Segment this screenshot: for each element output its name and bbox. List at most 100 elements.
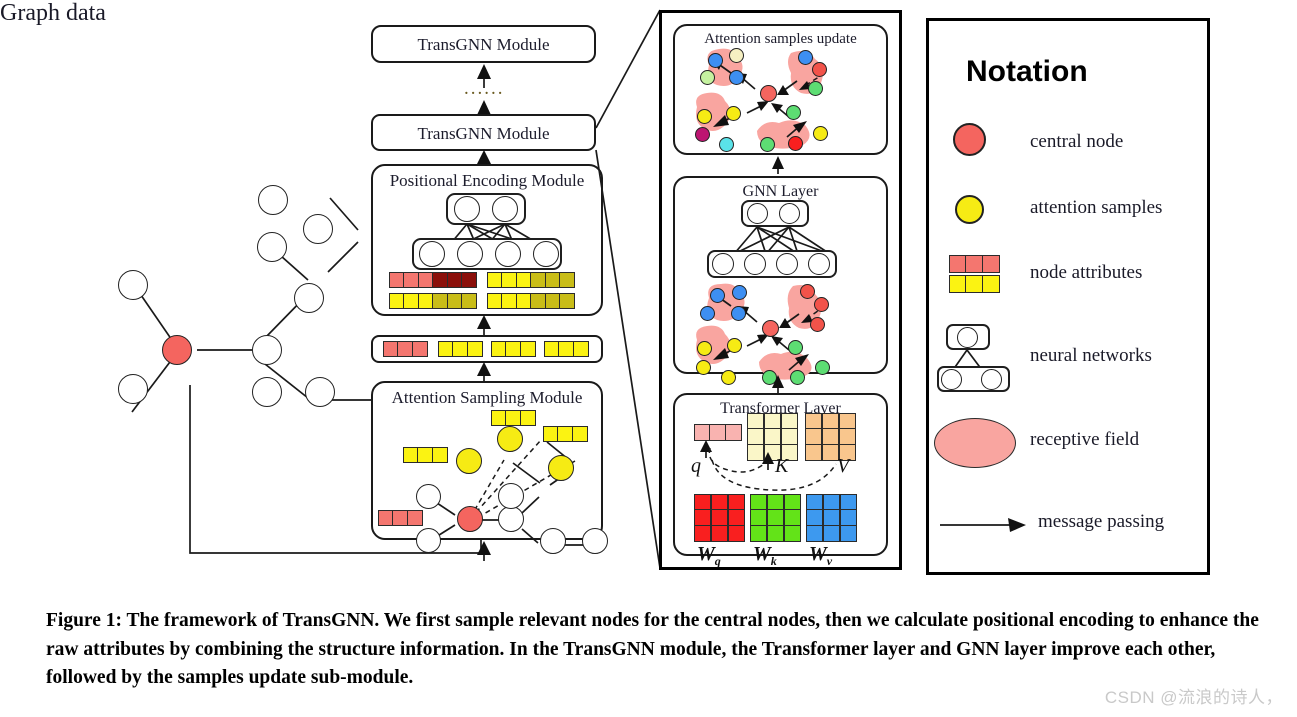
pe-attr-row-3 (389, 293, 478, 309)
attr-cell (965, 255, 984, 273)
notation-node-attributes-icon-row-2 (949, 275, 1000, 293)
q-label: q (691, 455, 701, 477)
gnn-node (727, 338, 742, 353)
k-cell (781, 443, 798, 461)
transgnn-module-top[interactable]: TransGNN Module (371, 25, 596, 63)
pe-nn-node (457, 241, 483, 267)
asu-node (700, 70, 715, 85)
raw-attr-group-sample-1 (438, 341, 483, 357)
attr-cell (571, 426, 588, 442)
attr-cell (559, 293, 576, 309)
wv-matrix (806, 494, 857, 542)
q-vector (694, 424, 742, 441)
asu-node (812, 62, 827, 77)
wq-cell (728, 524, 745, 542)
notation-label-node-attributes: node attributes (1030, 262, 1143, 283)
asu-node (808, 81, 823, 96)
graph-node (258, 185, 288, 215)
raw-attr-group-sample-2 (491, 341, 536, 357)
notation-title: Notation (966, 55, 1088, 88)
asu-node (788, 136, 803, 151)
raw-attr-group-central (383, 341, 428, 357)
graph-node (252, 377, 282, 407)
raw-attr-group-sample-3 (544, 341, 589, 357)
pe-nn-node (495, 241, 521, 267)
gnn-node (815, 360, 830, 375)
transgnn-module-second[interactable]: TransGNN Module (371, 114, 596, 151)
wq-label: Wq (697, 543, 721, 568)
attr-cell (461, 293, 478, 309)
pe-nn-node (419, 241, 445, 267)
sampling-attr-sample-1 (403, 447, 448, 463)
notation-node-attributes-icon-row-1 (949, 255, 1000, 273)
sampling-node (416, 528, 441, 553)
pe-attr-row-2 (487, 272, 576, 288)
notation-receptive-field-icon (934, 418, 1016, 468)
notation-label-central-node: central node (1030, 131, 1124, 152)
graph-central-node (162, 335, 192, 365)
gnn-node (788, 340, 803, 355)
pe-attr-row-4 (487, 293, 576, 309)
transformer-layer-label: Transformer Layer (720, 400, 841, 417)
gnn-node (732, 285, 747, 300)
arrow-up-pe (477, 315, 491, 335)
asu-node (798, 50, 813, 65)
graph-node (305, 377, 335, 407)
figure-caption: Figure 1: The framework of TransGNN. We … (46, 610, 1259, 689)
asu-node (695, 127, 710, 142)
pe-attr-row-1 (389, 272, 478, 288)
attr-cell (466, 341, 483, 357)
notation-nn-node (981, 369, 1002, 390)
sampling-node (498, 483, 524, 509)
asu-node (813, 126, 828, 141)
attr-cell (559, 272, 576, 288)
gnn-nn-node (808, 253, 830, 275)
notation-message-passing-icon (940, 518, 1026, 532)
qkv-dashed-arrows (700, 440, 837, 491)
gnn-node (810, 317, 825, 332)
arrow-up-asu (772, 156, 784, 174)
q-cell (724, 424, 742, 441)
asu-node (697, 109, 712, 124)
sampling-central-node (457, 506, 483, 532)
graph-node (118, 270, 148, 300)
gnn-node (700, 306, 715, 321)
pe-nn-node (492, 196, 518, 222)
pe-nn-node (454, 196, 480, 222)
v-cell (839, 443, 856, 461)
sampling-node (540, 528, 566, 554)
notation-nn-node (957, 327, 978, 348)
wv-cell (806, 524, 823, 542)
gnn-node (710, 288, 725, 303)
notation-central-node-icon (953, 123, 986, 156)
attr-cell (981, 275, 1000, 293)
wk-cell (784, 524, 801, 542)
graph-node (118, 374, 148, 404)
transgnn-module-second-label: TransGNN Module (417, 124, 550, 143)
k-matrix (747, 413, 798, 461)
attr-cell (572, 341, 589, 357)
gnn-node (721, 370, 736, 385)
sampling-attr-central (378, 510, 423, 526)
gnn-node (762, 370, 777, 385)
asu-node (708, 53, 723, 68)
gnn-layer-label: GNN Layer (742, 183, 819, 200)
zoom-connector (595, 9, 661, 569)
notation-panel (926, 18, 1210, 575)
pe-nn-node (533, 241, 559, 267)
gnn-node (800, 284, 815, 299)
gnn-nn-node (776, 253, 798, 275)
pipeline-ellipsis: ...... (464, 78, 505, 99)
notation-nn-node (941, 369, 962, 390)
wq-cell (694, 524, 711, 542)
notation-label-neural-networks: neural networks (1030, 345, 1152, 366)
asu-node (786, 105, 801, 120)
notation-label-attention-samples: attention samples (1030, 197, 1163, 218)
v-label: V (837, 455, 850, 477)
graph-node (252, 335, 282, 365)
sampling-sample-node (456, 448, 482, 474)
asu-node (729, 48, 744, 63)
sampling-sample-node (548, 455, 574, 481)
v-matrix (805, 413, 856, 461)
gnn-node (696, 360, 711, 375)
